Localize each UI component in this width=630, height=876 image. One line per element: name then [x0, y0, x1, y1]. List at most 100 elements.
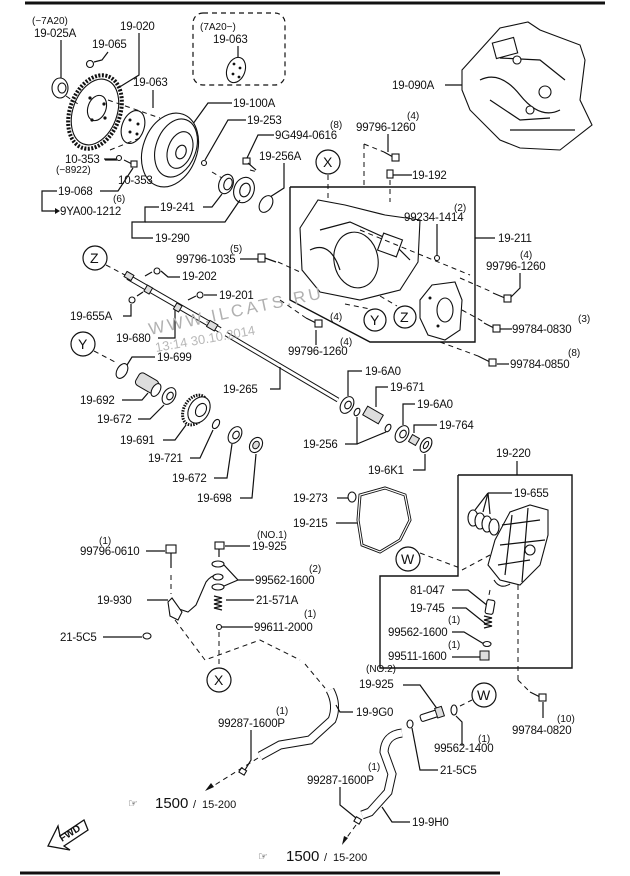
part-19-265-shaft[interactable]	[224, 331, 340, 403]
label-19-256A[interactable]: 19-256A	[259, 151, 302, 163]
part-99796-1260-bolt-top[interactable]	[383, 151, 400, 162]
part-19-020-flexplate[interactable]	[59, 68, 132, 157]
part-21-571A-spring[interactable]	[213, 595, 223, 611]
part-19-220-valve-body-cover[interactable]	[487, 504, 549, 587]
callout-Y-gear[interactable]: Y	[70, 331, 96, 357]
part-99796-1260-bolt-mid[interactable]	[305, 317, 323, 328]
label-99784-0850[interactable]: 99784-0850	[510, 359, 570, 371]
label-9G494-0616[interactable]: 9G494-0616	[275, 130, 337, 142]
part-99562-1400[interactable]	[450, 704, 458, 716]
label-19-025A[interactable]: 19-025A	[34, 28, 77, 40]
label-99796-1260-right[interactable]: 99796-1260	[486, 261, 546, 273]
label-99796-0610[interactable]: 99796-0610	[80, 546, 140, 558]
reference-section-b[interactable]: 15-200	[333, 852, 367, 864]
label-21-5C5-a[interactable]: 21-5C5	[60, 632, 97, 644]
label-19-273[interactable]: 19-273	[293, 493, 328, 505]
label-19-672-b[interactable]: 19-672	[172, 473, 207, 485]
part-19-192-plug[interactable]	[386, 169, 394, 179]
part-19-691-gear[interactable]	[177, 391, 214, 430]
part-99784-0820-bolt[interactable]	[529, 691, 547, 702]
label-19-6K1[interactable]: 19-6K1	[368, 465, 404, 477]
part-19-6A0-bearing-a[interactable]	[337, 394, 356, 416]
label-19-090A[interactable]: 19-090A	[392, 80, 435, 92]
part-19-671-pinion[interactable]	[362, 405, 384, 425]
part-19-256-oring-b[interactable]	[384, 423, 392, 433]
part-19-090A-transaxle-assembly[interactable]	[461, 21, 593, 151]
label-19-692[interactable]: 19-692	[80, 395, 115, 407]
label-99784-0820[interactable]: 99784-0820	[512, 725, 572, 737]
label-19-671[interactable]: 19-671	[390, 382, 425, 394]
part-19-930-lever[interactable]	[167, 573, 224, 621]
part-19-202-oring[interactable]	[153, 267, 161, 275]
part-19-692-sleeve[interactable]	[134, 371, 163, 398]
label-19-930[interactable]: 19-930	[97, 595, 132, 607]
part-99611-2000[interactable]	[215, 623, 223, 631]
callout-W-bottom[interactable]: W	[471, 682, 497, 708]
label-19-241[interactable]: 19-241	[160, 202, 195, 214]
part-99287-1600P-clamp-b[interactable]	[353, 816, 363, 825]
label-19-721[interactable]: 19-721	[148, 453, 183, 465]
label-19-256[interactable]: 19-256	[303, 439, 338, 451]
label-19-065[interactable]: 19-065	[92, 39, 127, 51]
label-99796-1260-mid[interactable]: 99796-1260	[288, 346, 348, 358]
label-99784-0830[interactable]: 99784-0830	[512, 324, 572, 336]
part-99796-1035-bolt[interactable]	[257, 253, 277, 263]
part-19-065[interactable]	[85, 59, 95, 69]
label-19-691[interactable]: 19-691	[120, 435, 155, 447]
part-99287-1600P-clamp-a[interactable]	[238, 767, 248, 776]
part-19-256-oring-a[interactable]	[353, 407, 361, 417]
label-19-655A[interactable]: 19-655A	[70, 311, 113, 323]
reference-page-b[interactable]: 1500	[286, 848, 319, 865]
part-19-253[interactable]	[200, 159, 208, 167]
label-19-699[interactable]: 19-699	[157, 352, 192, 364]
label-19-672-a[interactable]: 19-672	[97, 414, 132, 426]
part-19-241-seal[interactable]	[216, 172, 236, 196]
part-19-698-nut[interactable]	[247, 435, 265, 455]
part-19-9H0-hose[interactable]	[360, 728, 403, 820]
label-19-698[interactable]: 19-698	[197, 493, 232, 505]
reference-section-a[interactable]: 15-200	[202, 799, 236, 811]
reference-link-b[interactable]: ☞ 1500 / 15-200	[258, 848, 367, 865]
label-19-202[interactable]: 19-202	[182, 271, 217, 283]
label-99511-1600[interactable]: 99511-1600	[388, 651, 447, 663]
part-81-047[interactable]	[484, 599, 496, 615]
label-10-353-text[interactable]: 10-353	[65, 154, 100, 166]
part-converter-housing[interactable]	[419, 281, 463, 341]
label-21-5C5-b[interactable]: 21-5C5	[440, 765, 477, 777]
part-99796-1260-bolt-right[interactable]	[492, 292, 512, 303]
part-19-699-oring[interactable]	[114, 362, 131, 381]
part-19-764[interactable]	[407, 433, 421, 447]
callout-X-bottom[interactable]: X	[206, 667, 232, 693]
callout-X-top[interactable]: X	[315, 149, 341, 175]
label-9YA00-1212[interactable]: 9YA00-1212	[60, 206, 121, 218]
part-99796-0610-bolt[interactable]	[165, 544, 177, 568]
label-19-201[interactable]: 19-201	[219, 290, 254, 302]
label-19-063-variant[interactable]: 19-063	[213, 34, 248, 46]
reference-page-a[interactable]: 1500	[155, 795, 188, 812]
label-19-764[interactable]: 19-764	[439, 420, 475, 432]
part-99562-1600-b[interactable]	[482, 640, 492, 648]
part-21-5C5-b[interactable]	[406, 719, 414, 729]
label-19-290[interactable]: 19-290	[155, 233, 190, 245]
part-oil-pump-hub[interactable]	[230, 174, 258, 205]
callout-W-top[interactable]: W	[395, 546, 421, 572]
label-19-9G0[interactable]: 19-9G0	[356, 707, 393, 719]
label-19-680[interactable]: 19-680	[116, 333, 151, 345]
part-19-256A-oring[interactable]	[256, 193, 275, 215]
callout-Z-shaft[interactable]: Z	[82, 245, 108, 271]
part-19-6K1-washer[interactable]	[418, 436, 435, 455]
part-9G494-0616-bolt[interactable]	[242, 157, 257, 171]
label-19-220[interactable]: 19-220	[496, 448, 531, 460]
callout-Y-case[interactable]: Y	[363, 308, 387, 332]
part-19-655A-oring[interactable]	[128, 296, 136, 304]
part-19-201-oring[interactable]	[196, 291, 204, 299]
label-19-192[interactable]: 19-192	[412, 170, 447, 182]
label-19-6A0-a[interactable]: 19-6A0	[365, 366, 401, 378]
part-19-068-bolt[interactable]	[123, 159, 138, 168]
part-19-025A[interactable]	[51, 77, 69, 99]
label-19-925-no1[interactable]: 19-925	[252, 541, 287, 553]
part-19-100A-torque-converter[interactable]	[132, 105, 209, 195]
part-19-063-variant[interactable]	[223, 55, 249, 86]
label-10-353[interactable]: 10-353	[118, 175, 153, 187]
part-19-273[interactable]	[347, 491, 357, 503]
